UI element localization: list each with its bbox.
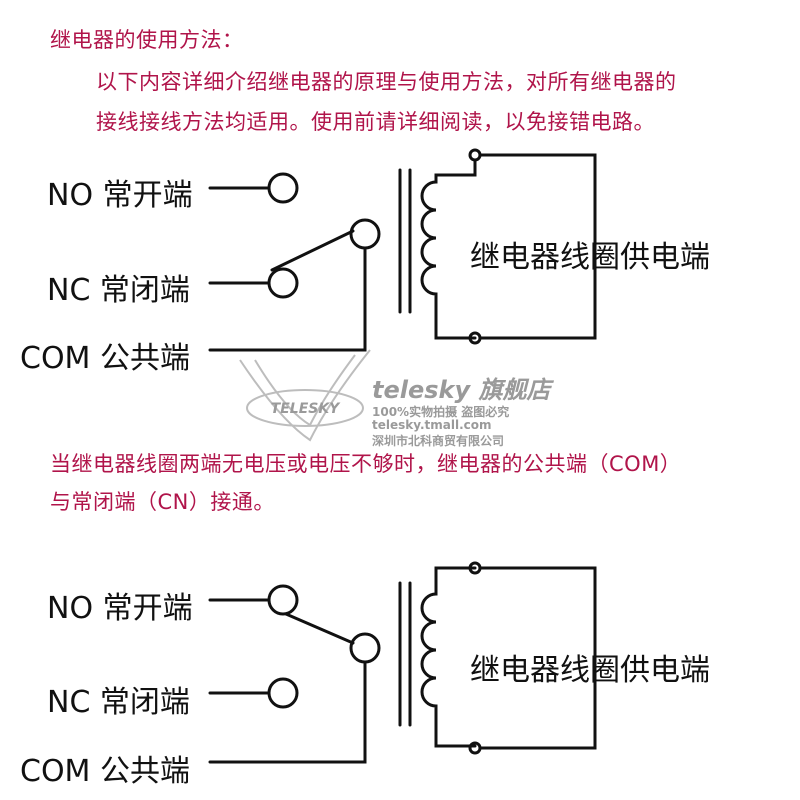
top-nc-terminal [267, 267, 299, 299]
watermark-line-3: 深圳市北科商贸有限公司 [372, 434, 505, 448]
top-com-label: COM 公共端 [20, 341, 190, 376]
watermark-logo-text: TELESKY [271, 401, 342, 417]
bottom-com-label: COM 公共端 [20, 754, 190, 789]
watermark-line-2: telesky.tmall.com [372, 418, 492, 432]
top-nc-label: NC 常闭端 [47, 273, 190, 308]
top-armature [270, 229, 355, 272]
bottom-relay-diagram [208, 561, 597, 764]
top-coil-loop [478, 153, 597, 340]
bottom-coil-label: 继电器线圈供电端 [470, 653, 710, 688]
bottom-no-terminal [267, 584, 299, 616]
page-title: 继电器的使用方法： [50, 28, 244, 52]
top-coil-label: 继电器线圈供电端 [470, 240, 710, 275]
top-relay-diagram [208, 148, 597, 352]
top-com-pivot [349, 218, 381, 250]
watermark-brand: telesky 旗舰店 [372, 376, 551, 404]
note-line-1: 当继电器线圈两端无电压或电压不够时，继电器的公共端（COM） [50, 452, 682, 476]
top-com-wire [208, 246, 367, 352]
watermark-line-1: 100%实物拍摄 盗图必究 [372, 405, 510, 419]
top-no-terminal [267, 172, 299, 204]
note-line-2: 与常闭端（CN）接通。 [50, 490, 275, 514]
bottom-nc-terminal [267, 677, 299, 709]
intro-line-1: 以下内容详细介绍继电器的原理与使用方法，对所有继电器的 [96, 70, 677, 94]
watermark-logo-shape [239, 349, 371, 442]
bottom-coil-loop [478, 566, 597, 750]
top-no-label: NO 常开端 [47, 178, 193, 213]
top-coil-winding [420, 158, 477, 340]
bottom-com-pivot [349, 632, 381, 664]
intro-line-2: 接线接线方法均适用。使用前请详细阅读，以免接错电路。 [96, 110, 655, 134]
bottom-coil-winding [420, 566, 477, 748]
bottom-com-wire [208, 660, 367, 764]
bottom-nc-label: NC 常闭端 [47, 685, 190, 720]
bottom-no-label: NO 常开端 [47, 591, 193, 626]
bottom-armature [284, 612, 355, 645]
